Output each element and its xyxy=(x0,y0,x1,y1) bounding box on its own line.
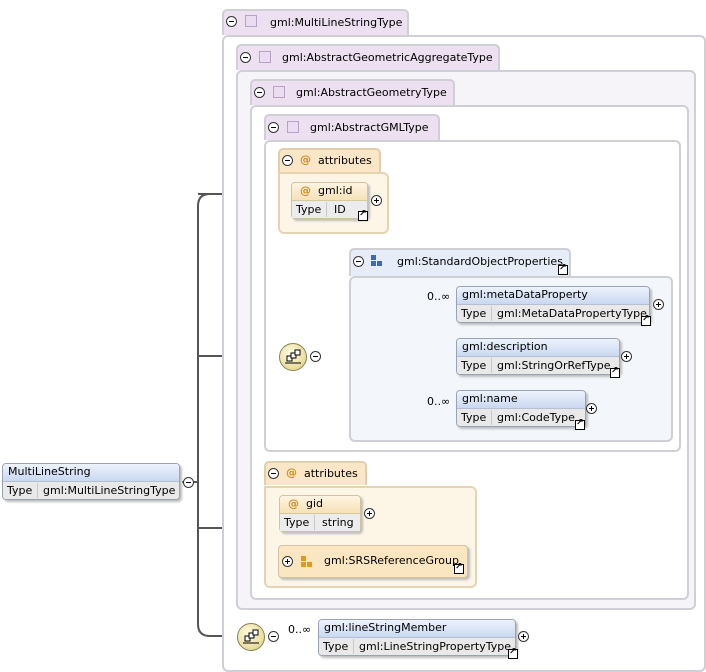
element-gml-metadataproperty[interactable]: gml:metaDataProperty Type gml:MetaDataPr… xyxy=(456,286,650,323)
element-gml-linestringmember-type-label: Type xyxy=(323,640,349,653)
element-gml-linestringmember-name: gml:lineStringMember xyxy=(319,620,515,638)
attribute-gml-id-type-label: Type xyxy=(296,203,322,216)
reference-arrow-icon[interactable] xyxy=(454,562,464,574)
element-gml-linestringmember[interactable]: gml:lineStringMember Type gml:LineString… xyxy=(318,619,516,656)
srsreferencegroup-name: gml:SRSReferenceGroup xyxy=(324,554,459,567)
sequence-compositor-icon[interactable] xyxy=(237,623,265,651)
description-expand-button[interactable] xyxy=(621,351,632,362)
abstractgeometricaggregatetype-title: gml:AbstractGeometricAggregateType xyxy=(282,51,493,64)
tab-abstractgeometricaggregatetype: gml:AbstractGeometricAggregateType xyxy=(236,44,500,70)
name-expand-button[interactable] xyxy=(586,403,597,414)
element-gml-description-type-label: Type xyxy=(461,359,487,372)
element-gml-name[interactable]: gml:name Type gml:CodeType xyxy=(456,390,586,427)
attribute-gml-id-expand-button[interactable] xyxy=(371,195,382,206)
attribute-icon: @ xyxy=(288,497,299,510)
abstractgeometrytype-collapse-button[interactable] xyxy=(254,87,265,98)
complex-type-icon xyxy=(287,121,299,133)
reference-arrow-icon[interactable] xyxy=(610,366,620,378)
root-collapse-button[interactable] xyxy=(183,477,194,488)
tab-attributes-2: attributes xyxy=(264,461,367,485)
root-type-value: gml:MultiLineStringType xyxy=(43,484,176,497)
element-gml-description-name: gml:description xyxy=(457,339,619,357)
abstractgmltype-collapse-button[interactable] xyxy=(268,122,279,133)
metadataproperty-occurrence: 0..∞ xyxy=(427,290,451,303)
sequence-collapse-button[interactable] xyxy=(268,631,279,642)
complex-type-icon xyxy=(245,15,257,27)
complex-type-icon xyxy=(273,86,285,98)
reference-arrow-icon[interactable] xyxy=(575,418,585,430)
attribute-icon: @ xyxy=(300,153,311,166)
attribute-gid-type-label: Type xyxy=(284,516,310,529)
root-element-multilinestring[interactable]: MultiLineString Type gml:MultiLineString… xyxy=(2,463,180,500)
attribute-gml-id-type-value: ID xyxy=(334,203,346,216)
attribute-group-icon xyxy=(301,556,312,567)
sequence-compositor-icon[interactable] xyxy=(279,343,307,371)
metadataproperty-expand-button[interactable] xyxy=(653,299,664,310)
complex-type-icon xyxy=(259,51,271,63)
abstractgeometricaggregatetype-collapse-button[interactable] xyxy=(240,52,251,63)
element-gml-metadataproperty-name: gml:metaDataProperty xyxy=(457,287,649,305)
linestringmember-occurrence: 0..∞ xyxy=(288,623,312,636)
group-icon xyxy=(371,255,382,266)
element-gml-name-type-value: gml:CodeType xyxy=(497,411,575,424)
tab-attributes-1: attributes xyxy=(278,148,381,172)
srsreferencegroup-expand-button[interactable] xyxy=(282,556,293,567)
reference-arrow-icon[interactable] xyxy=(641,314,651,326)
element-gml-name-type-label: Type xyxy=(461,411,487,424)
attribute-gid-expand-button[interactable] xyxy=(364,508,375,519)
tab-multilinestringtype: gml:MultiLineStringType xyxy=(222,9,409,35)
attribute-gml-id[interactable]: @ gml:id Type ID xyxy=(291,182,368,219)
standardobjectproperties-title: gml:StandardObjectProperties xyxy=(397,255,563,268)
reference-arrow-icon[interactable] xyxy=(358,209,368,221)
attribute-gml-id-name: gml:id xyxy=(318,184,353,197)
attributes-2-collapse-button[interactable] xyxy=(268,468,279,479)
tab-standardobjectproperties: gml:StandardObjectProperties xyxy=(349,248,571,276)
attribute-icon: @ xyxy=(300,184,311,197)
element-gml-description[interactable]: gml:description Type gml:StringOrRefType xyxy=(456,338,620,375)
attribute-icon: @ xyxy=(286,466,297,479)
linestringmember-expand-button[interactable] xyxy=(518,631,529,642)
name-occurrence: 0..∞ xyxy=(427,395,451,408)
element-gml-name-name: gml:name xyxy=(457,391,585,409)
multilinestringtype-title: gml:MultiLineStringType xyxy=(270,16,403,29)
abstractgmltype-title: gml:AbstractGMLType xyxy=(310,121,429,134)
multilinestringtype-collapse-button[interactable] xyxy=(226,16,237,27)
standardobjectproperties-collapse-button[interactable] xyxy=(353,256,364,267)
attribute-gid-type-value: string xyxy=(322,516,354,529)
element-gml-metadataproperty-type-value: gml:MetaDataPropertyType xyxy=(497,307,647,320)
element-gml-linestringmember-type-value: gml:LineStringPropertyType xyxy=(359,640,512,653)
abstractgeometrytype-title: gml:AbstractGeometryType xyxy=(296,86,447,99)
attribute-group-srsreferencegroup[interactable]: gml:SRSReferenceGroup xyxy=(278,545,468,578)
reference-arrow-icon[interactable] xyxy=(508,647,518,659)
attributes-1-label: attributes xyxy=(318,154,372,167)
reference-arrow-icon[interactable] xyxy=(558,263,568,275)
attributes-1-collapse-button[interactable] xyxy=(282,155,293,166)
attribute-gid[interactable]: @ gid Type string xyxy=(279,495,361,532)
attribute-gid-name: gid xyxy=(306,497,324,510)
element-gml-metadataproperty-type-label: Type xyxy=(461,307,487,320)
attributes-2-label: attributes xyxy=(304,467,358,480)
sequence-collapse-button[interactable] xyxy=(310,351,321,362)
root-type-label: Type xyxy=(7,484,33,497)
root-element-name: MultiLineString xyxy=(3,464,179,482)
element-gml-description-type-value: gml:StringOrRefType xyxy=(497,359,611,372)
